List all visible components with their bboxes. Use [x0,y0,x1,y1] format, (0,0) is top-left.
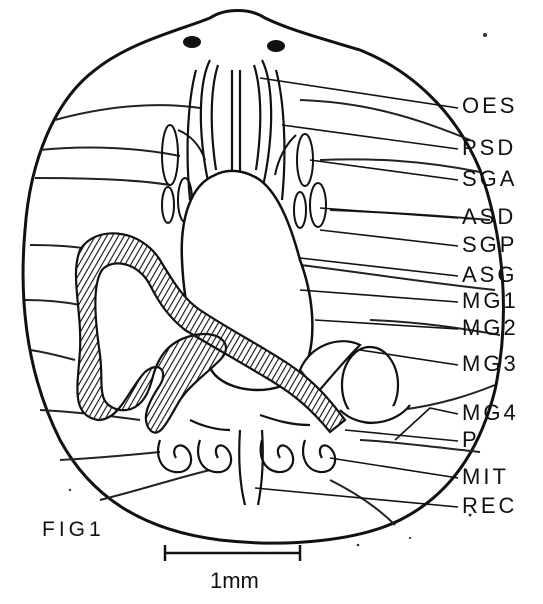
rectum [239,430,263,505]
label-asd: ASD [462,204,516,229]
label-oes: OES [462,93,517,118]
label-p: P [462,427,480,452]
label-mg3: MG3 [462,351,519,376]
label-mg4: MG4 [462,400,519,425]
label-asg: ASG [462,262,517,287]
label-mg1: MG1 [462,288,519,313]
right-eye-spot [267,40,285,52]
label-sga: SGA [462,166,517,191]
scale-bar [165,545,300,561]
figure-caption: FIG1 [42,518,105,541]
label-mit: MIT [462,464,509,489]
malpighian-tubules [158,415,335,472]
label-psd: PSD [462,135,516,160]
label-mg2: MG2 [462,315,519,340]
left-eye-spot [183,36,201,48]
label-sgp: SGP [462,232,517,257]
scale-bar-label: 1mm [210,568,259,593]
